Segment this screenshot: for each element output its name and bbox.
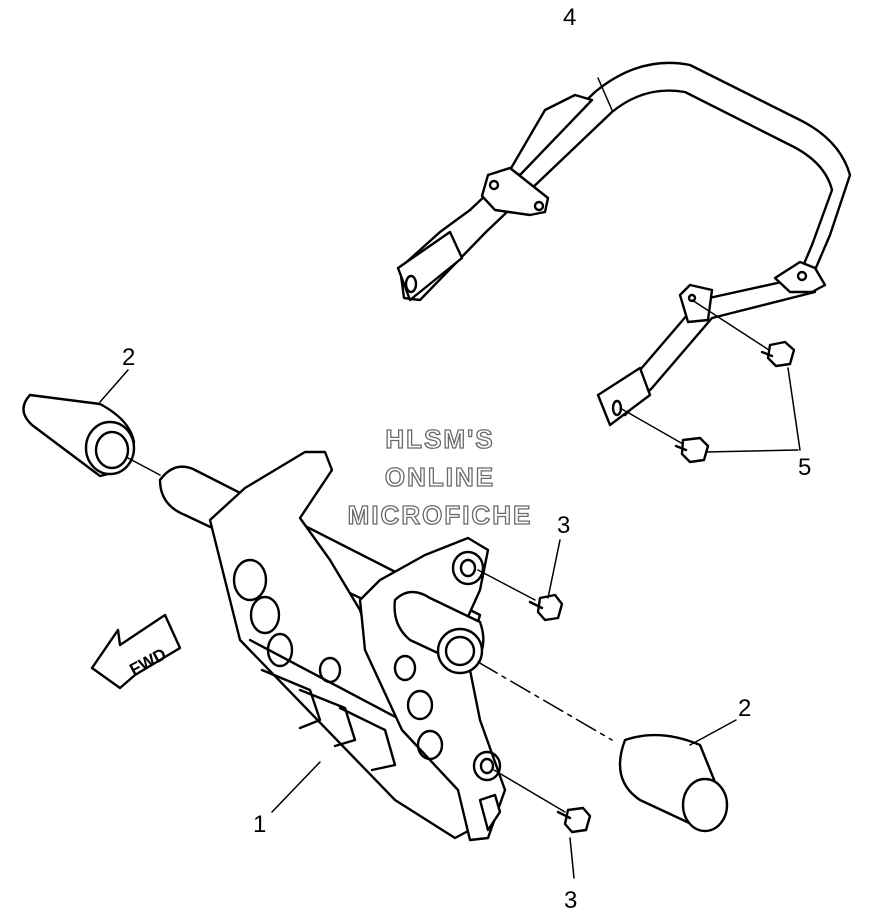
callout-cap-left: 2 [122,344,135,371]
bolt-upper [477,569,564,622]
grab-bar [396,61,852,427]
guard [158,450,613,842]
callout-leader-5 [705,367,801,453]
callout-cap-right: 2 [738,695,751,722]
watermark-line-3: MICROFICHE [348,500,533,530]
grab-bar-bolt-lower [619,407,710,464]
watermark: HLSM'S ONLINE MICROFICHE [347,423,533,530]
callout-bolt-upper: 3 [557,512,570,539]
watermark-line-1: HLSM'S [385,424,494,454]
watermark-line-2: ONLINE [385,462,495,492]
end-cap-right [618,733,729,833]
forward-direction-arrow: FWD [90,613,182,690]
grab-bar-bolt-upper [691,299,796,368]
callout-leaders [99,77,737,879]
callout-grab-bar: 4 [563,4,576,31]
callout-bolt-lower: 3 [564,887,577,914]
callout-guard: 1 [253,811,266,838]
bolt-lower [493,769,592,834]
end-cap-left [22,393,161,478]
callout-bolts-grab-bar: 5 [798,454,811,481]
